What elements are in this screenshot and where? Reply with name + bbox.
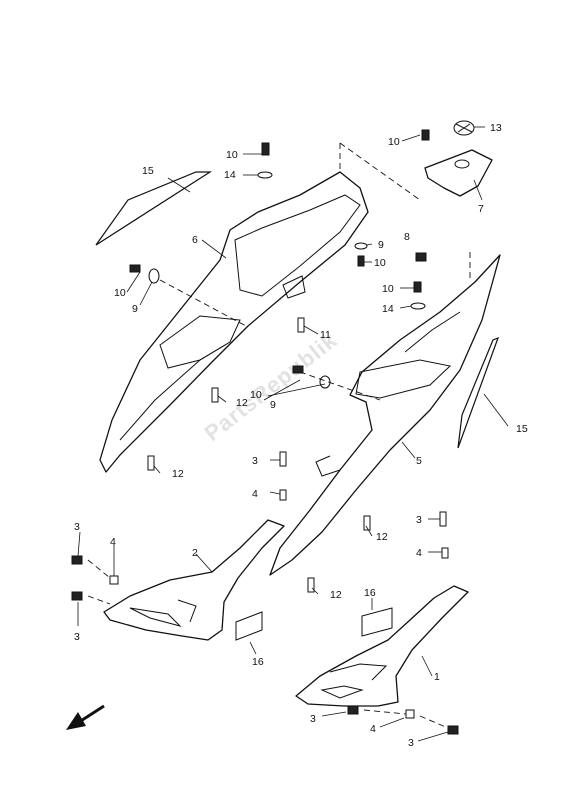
callout-10: 10 [250, 389, 262, 401]
fasteners [71, 129, 459, 735]
callout-12: 12 [236, 397, 248, 409]
callout-1: 1 [434, 671, 440, 683]
bracket [424, 149, 493, 197]
callout-3: 3 [416, 514, 422, 526]
callout-13: 13 [490, 122, 502, 134]
pad-left [235, 611, 263, 641]
callout-14: 14 [382, 303, 394, 315]
callout-7: 7 [478, 203, 484, 215]
callout-15: 15 [516, 423, 528, 435]
callout-16: 16 [364, 587, 376, 599]
callout-10: 10 [226, 149, 238, 161]
side-cover-left-upper [99, 171, 369, 473]
leader-lines [77, 126, 509, 742]
callout-9: 9 [132, 303, 138, 315]
callout-3: 3 [408, 737, 414, 749]
callout-3: 3 [310, 713, 316, 725]
callout-12: 12 [172, 468, 184, 480]
callout-4: 4 [252, 488, 258, 500]
callout-9: 9 [378, 239, 384, 251]
callout-8: 8 [404, 231, 410, 243]
grommet [453, 120, 475, 136]
pad-right [361, 607, 393, 637]
assembly-lines [87, 142, 471, 729]
side-cover-right-middle [269, 254, 501, 576]
callout-3: 3 [252, 455, 258, 467]
callout-9: 9 [270, 399, 276, 411]
callout-4: 4 [416, 547, 422, 559]
callout-11: 11 [320, 329, 331, 341]
callout-4: 4 [110, 536, 116, 548]
callout-10: 10 [382, 283, 394, 295]
callout-15: 15 [142, 165, 154, 177]
callout-12: 12 [376, 531, 388, 543]
callout-labels: 10 14 15 6 13 10 7 8 9 10 10 14 10 9 11 … [74, 122, 528, 749]
callout-3: 3 [74, 521, 80, 533]
callout-3: 3 [74, 631, 80, 643]
callout-2: 2 [192, 547, 198, 559]
direction-arrow-icon [66, 704, 105, 730]
callout-12: 12 [330, 589, 342, 601]
callout-10: 10 [374, 257, 386, 269]
callout-10: 10 [388, 136, 400, 148]
decal-left [95, 171, 213, 246]
callout-14: 14 [224, 169, 236, 181]
cover-lower-left [103, 519, 285, 641]
callout-6: 6 [192, 234, 198, 246]
callout-5: 5 [416, 455, 422, 467]
cover-lower-right [295, 585, 469, 707]
callout-4: 4 [370, 723, 376, 735]
callout-16: 16 [252, 656, 264, 668]
nut [415, 252, 427, 262]
decal-right [457, 336, 500, 449]
callout-10: 10 [114, 287, 126, 299]
